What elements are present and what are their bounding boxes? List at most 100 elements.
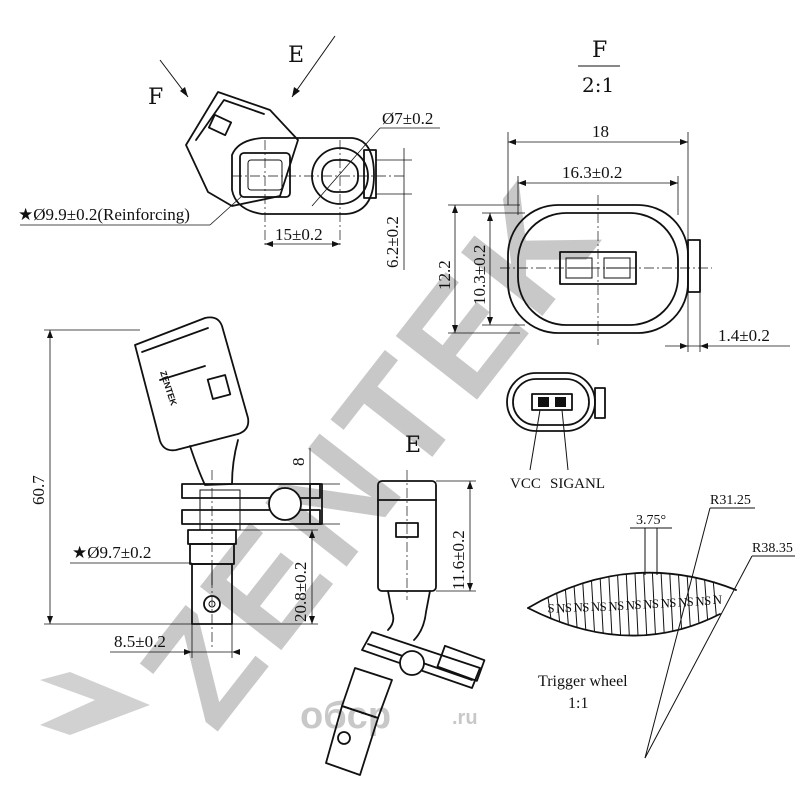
trigger-wheel-divider — [556, 593, 561, 623]
dim-arrow-icon — [680, 343, 688, 349]
detail-f: F 2:1 18 16.3±0.2 12.2 — [435, 38, 790, 352]
dim-connector-width: 18 — [592, 122, 609, 141]
pinout-inner — [512, 378, 590, 426]
trigger-wheel-segment-label: N — [626, 598, 636, 613]
trigger-wheel-segment-label: S — [704, 593, 711, 608]
view-e-shank-tip — [325, 705, 379, 776]
trigger-wheel-divider — [564, 589, 569, 626]
dim-arrow-icon — [680, 139, 688, 145]
trigger-wheel-divider — [712, 582, 717, 616]
detail-f-scale: 2:1 — [582, 73, 614, 97]
dim-head-length: 11.6±0.2 — [449, 530, 468, 590]
side-bracket-boss — [268, 487, 302, 521]
trigger-wheel-segment-label: N — [713, 592, 723, 607]
dim-arrow-icon — [467, 583, 473, 591]
trigger-wheel-segment-label: N — [608, 598, 618, 613]
trigger-wheel-divider — [634, 573, 639, 636]
dim-connector-height: 12.2 — [435, 260, 454, 290]
radius-inner-label: R31.25 — [710, 493, 751, 508]
side-bracket-top — [181, 483, 321, 499]
watermark-brand: ZENTEK — [108, 150, 632, 755]
dim-total-length: 60.7 — [29, 475, 48, 505]
dim-arrow-icon — [487, 317, 493, 325]
view-arrow-e-head-icon — [292, 87, 300, 97]
trigger-wheel-segment-label: S — [582, 599, 589, 614]
trigger-wheel-divider — [643, 572, 648, 635]
trigger-wheel-divider — [599, 578, 604, 634]
side-bracket-tab — [309, 483, 323, 525]
dim-hole-leader — [311, 127, 381, 207]
pinout-view: VCC SIGANL — [506, 372, 606, 492]
trigger-wheel-divider — [669, 573, 674, 631]
trigger-wheel-divider — [547, 597, 552, 620]
top-mount-plate — [231, 137, 375, 215]
dim-arrow-icon — [508, 139, 516, 145]
trigger-wheel-segment-label: S — [547, 600, 554, 615]
trigger-wheel-divider — [686, 575, 691, 626]
view-e: E 11.6±0.2 — [325, 433, 486, 776]
trigger-wheel-outer-arc — [527, 571, 737, 609]
dim-arrow-icon — [232, 649, 240, 655]
dim-arrow-icon — [670, 180, 678, 186]
dim-connector-inner-height: 10.3±0.2 — [470, 245, 489, 305]
dim-arrow-icon — [700, 343, 708, 349]
dim-tip-offset: 8.5±0.2 — [114, 632, 166, 651]
connector-face-latch — [687, 239, 701, 293]
side-bracket-bottom — [181, 509, 321, 525]
dim-arrow-icon — [467, 481, 473, 489]
trigger-wheel-segment-label: N — [556, 600, 566, 615]
radius-line-outer — [644, 555, 753, 759]
dim-arrow-icon — [452, 205, 458, 213]
side-connector-edge — [141, 327, 209, 353]
view-e-bracket — [361, 631, 481, 689]
trigger-wheel-divider — [573, 586, 578, 629]
pinout-latch — [594, 387, 606, 419]
trigger-wheel-segment-label: S — [565, 600, 572, 615]
trigger-wheel-divider — [625, 574, 630, 636]
trigger-wheel-segment-label: S — [617, 598, 624, 613]
detail-f-label: F — [592, 38, 607, 63]
side-connector-latch — [206, 374, 232, 400]
trigger-wheel-title: Trigger wheel — [538, 673, 628, 690]
dim-tab-thickness: 8 — [289, 458, 308, 467]
pinout-pin-housing — [531, 393, 573, 411]
dim-sensor-diameter: ★Ø9.7±0.2 — [72, 543, 151, 562]
view-label-f: F — [148, 85, 163, 110]
trigger-wheel-segment-label: S — [600, 599, 607, 614]
dim-reinforcing-leader — [209, 195, 243, 226]
view-e-neck — [387, 590, 431, 641]
side-neck — [189, 439, 239, 486]
trigger-wheel-segment-label: N — [695, 594, 705, 609]
top-connector-edge — [195, 99, 265, 141]
trigger-wheel-divider — [582, 583, 587, 631]
trigger-wheel-divider — [617, 575, 622, 636]
dim-hole-diameter: Ø7±0.2 — [382, 109, 433, 128]
dim-arrow-icon — [332, 241, 340, 247]
dim-arrow-icon — [452, 325, 458, 333]
pinout-pin-signal — [555, 397, 566, 407]
dim-height-small: 6.2±0.2 — [383, 216, 402, 268]
trigger-wheel-divider — [651, 572, 656, 634]
side-connector-body — [134, 316, 250, 452]
pinout-vcc-leader — [529, 409, 541, 471]
top-view: F E Ø7±0.2 ★Ø9.9±0.2(Reinforcing) 15± — [18, 35, 440, 270]
view-arrow-f-head-icon — [180, 87, 188, 97]
dim-latch-offset: 1.4±0.2 — [718, 326, 770, 345]
dim-reinforcing-diameter: ★Ø9.9±0.2(Reinforcing) — [18, 205, 190, 224]
top-connector-latch — [207, 113, 233, 137]
view-e-tip-hole — [337, 731, 351, 745]
trigger-wheel-segment-label: N — [678, 595, 688, 610]
radius-outer-label: R38.35 — [752, 541, 793, 556]
watermark-site: oбcp — [300, 695, 391, 737]
view-e-bracket-boss — [399, 650, 425, 676]
trigger-wheel-divider — [660, 572, 665, 633]
pin-label-signal: SIGANL — [550, 476, 605, 492]
view-label-e: E — [288, 43, 304, 68]
pinout-pin-vcc — [538, 397, 549, 407]
angle-label: 3.75° — [636, 513, 666, 528]
dim-arrow-icon — [309, 530, 315, 538]
dim-arrow-icon — [184, 649, 192, 655]
